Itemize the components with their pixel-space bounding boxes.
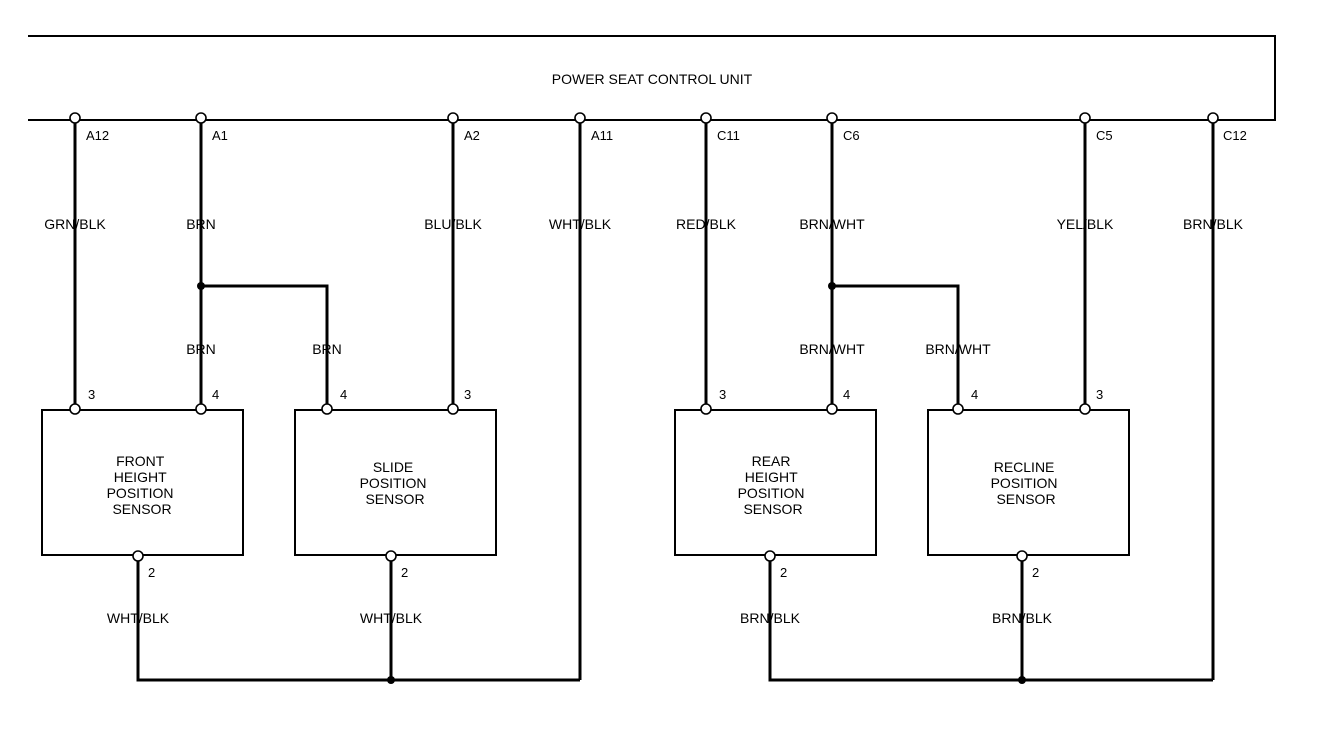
slide-sensor-pin-3: 3 [464,387,471,402]
recline-sensor-terminal-4 [952,403,964,415]
front-sensor-pin-2: 2 [148,565,155,580]
rear-sensor-terminal-2 [764,550,776,562]
wire-label-a12: GRN/BLK [44,216,106,232]
junction-brn [197,282,205,290]
recline-sensor-terminal-3 [1079,403,1091,415]
terminal-c11 [700,112,712,124]
slide-sensor-pin-4: 4 [340,387,347,402]
recline-sensor-name: RECLINE POSITION SENSOR [991,459,1062,507]
pin-label-c6: C6 [843,128,860,143]
wire-label-a11: WHT/BLK [549,216,612,232]
terminal-a2 [447,112,459,124]
power-seat-control-unit: POWER SEAT CONTROL UNIT [28,35,1276,121]
recline-sensor-terminal-2 [1016,550,1028,562]
wire-label-brn-right: BRN [312,341,342,357]
control-unit-title: POWER SEAT CONTROL UNIT [552,71,753,87]
recline-sensor-pin-3: 3 [1096,387,1103,402]
terminal-c6 [826,112,838,124]
wire-label-rear-ground: BRN/BLK [740,610,801,626]
terminal-a12 [69,112,81,124]
terminal-c12 [1207,112,1219,124]
terminal-c5 [1079,112,1091,124]
wire-label-a1: BRN [186,216,216,232]
recline-sensor-box [927,409,1130,556]
wire-label-brnwht-right: BRN/WHT [925,341,991,357]
wire-label-brn-left: BRN [186,341,216,357]
wire-label-c6: BRN/WHT [799,216,865,232]
rear-sensor-pin-3: 3 [719,387,726,402]
front-sensor-pin-4: 4 [212,387,219,402]
pin-label-c11: C11 [717,128,740,143]
slide-sensor-name: SLIDE POSITION SENSOR [360,459,431,507]
wire-label-a2: BLU/BLK [424,216,482,232]
junction-ground-left [387,676,395,684]
wire-ground-left [136,556,580,682]
wire-label-front-ground: WHT/BLK [107,610,170,626]
wire-label-c5: YEL/BLK [1057,216,1114,232]
pin-label-a11: A11 [591,128,613,143]
slide-sensor-terminal-2 [385,550,397,562]
pin-label-a2: A2 [464,128,480,143]
front-sensor-name: FRONT HEIGHT POSITION SENSOR [107,453,178,517]
slide-sensor-pin-2: 2 [401,565,408,580]
junction-ground-right [1018,676,1026,684]
wire-label-brnwht-left: BRN/WHT [799,341,865,357]
rear-sensor-pin-4: 4 [843,387,850,402]
wire-c6-branch [832,284,960,409]
wire-label-slide-ground: WHT/BLK [360,610,423,626]
rear-sensor-terminal-3 [700,403,712,415]
wire-label-c12: BRN/BLK [1183,216,1244,232]
wire-a1-branch [201,284,329,409]
rear-sensor-name: REAR HEIGHT POSITION SENSOR [738,453,809,517]
pin-label-c12: C12 [1223,128,1247,143]
front-sensor-terminal-4 [195,403,207,415]
slide-sensor-terminal-3 [447,403,459,415]
pin-label-c5: C5 [1096,128,1113,143]
pin-label-a12: A12 [86,128,109,143]
terminal-a1 [195,112,207,124]
slide-sensor-terminal-4 [321,403,333,415]
terminal-a11 [574,112,586,124]
wire-ground-right [768,556,1213,682]
recline-sensor-pin-2: 2 [1032,565,1039,580]
wire-label-recline-ground: BRN/BLK [992,610,1053,626]
front-sensor-terminal-2 [132,550,144,562]
wire-label-c11: RED/BLK [676,216,737,232]
rear-sensor-terminal-4 [826,403,838,415]
junction-brn-wht [828,282,836,290]
pin-label-a1: A1 [212,128,228,143]
rear-sensor-pin-2: 2 [780,565,787,580]
recline-sensor-pin-4: 4 [971,387,978,402]
front-sensor-pin-3: 3 [88,387,95,402]
front-sensor-terminal-3 [69,403,81,415]
